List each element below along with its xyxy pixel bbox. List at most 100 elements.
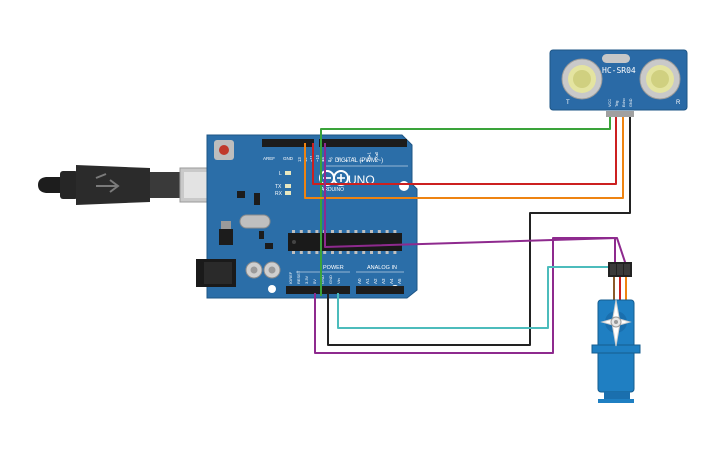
sensor-pin-label: Echo [622,98,626,107]
sensor-label: HC-SR04 [602,66,636,75]
reset-button [219,145,229,155]
wire-orange [304,117,624,199]
power-pin-label: 5V [312,279,317,284]
chip-pin [299,251,303,254]
analog-pin-label: A0 [357,278,362,284]
led-tx-label: TX [275,184,282,190]
analog-pin-label: A4 [389,278,394,284]
power-pin-label: Vin [336,278,341,284]
digital-pin-label: 2 [359,159,364,162]
mounting-hole [399,181,409,191]
analog-pin-label: A5 [397,278,402,284]
chip-pin [307,230,311,233]
chip-pin [393,251,397,254]
sensor-crystal [602,54,630,63]
servo-motor [591,262,641,403]
chip-pin [315,251,319,254]
analog-pin-label: A3 [381,278,386,284]
power-header [286,286,350,294]
digital-pin-label: ~10 [315,154,320,162]
chip-pin [331,251,334,254]
small-chip [259,231,264,239]
analog-label: ANALOG IN [367,265,397,271]
aref-label: AREF [263,156,275,161]
digital-label: DIGITAL (PWM ~) [335,158,383,164]
digital-header-right [319,139,407,147]
chip-pin [346,251,350,254]
chip-pin [377,251,381,254]
analog-header [356,286,404,294]
digital-pin-label: ~3 [351,157,356,162]
chip-pin [393,230,397,233]
digital-pin-label: 7 [321,159,326,162]
sensor-pin-label: Trig [615,101,619,107]
chip-pin [377,230,381,233]
power-pin-label: IOREF [288,271,293,284]
atmega-chip [288,233,402,251]
chip-pin [346,230,350,233]
power-pin-label: GND [328,275,333,284]
led-rx [285,191,291,195]
chip-pin [338,251,342,254]
chip-pin [292,251,295,254]
gnd-label: GND [283,156,294,161]
small-chip [265,243,273,249]
digital-pin-label: TX▸1 [367,152,372,162]
wire-purple-power [314,237,616,354]
chip-pin [299,230,303,233]
chip-pin [338,230,342,233]
power-pin-label: GND [320,275,325,284]
power-pin-label: RESET [296,270,301,284]
board-brand: ARDUINO [321,187,344,193]
wire-teal [337,266,610,329]
wires [304,117,631,354]
digital-pin-label: ~9 [321,157,326,162]
chip-pin [323,251,327,254]
sensor-corner-left: T [566,100,570,106]
chip-pin [315,230,319,233]
chip-pin [362,251,366,254]
sensor-pin-label: VCC [608,99,612,107]
chip-pin [370,230,373,233]
small-chip [254,193,260,205]
chip-pin [354,251,358,254]
chip-pin [370,251,373,254]
chip-pin [331,230,334,233]
small-chip [237,191,245,198]
wire-black-sensor [327,117,631,346]
chip-pin [354,230,358,233]
digital-header-left [262,139,314,147]
mounting-hole [268,285,276,293]
digital-pin-label: 4 [344,159,349,162]
crystal-oscillator [239,214,271,229]
led-rx-label: RX [275,191,283,197]
led-tx [285,184,291,188]
chip-pin [362,230,366,233]
wire-green [320,117,611,296]
digital-pin-label: ~6 [329,157,334,162]
power-label: POWER [323,265,344,271]
led-l-label: L [279,171,282,177]
analog-pin-label: A1 [365,278,370,284]
digital-pin-label: 13 [297,157,302,162]
digital-pin-label: ~5 [336,157,341,162]
atmega-chip-pins [292,230,397,254]
sensor-pin-label: GND [629,98,633,107]
voltage-regulator [219,229,233,245]
chip-pin [385,230,389,233]
led-l [285,171,291,175]
chip-pin [292,230,295,233]
power-pin-label: 3.3V [304,275,309,284]
digital-pin-label: ~11 [309,155,314,162]
wire-red [312,117,617,185]
digital-pin-label: 8 [327,159,332,162]
analog-pin-label: A2 [373,278,378,284]
digital-pin-label: RX◂0 [374,151,379,162]
